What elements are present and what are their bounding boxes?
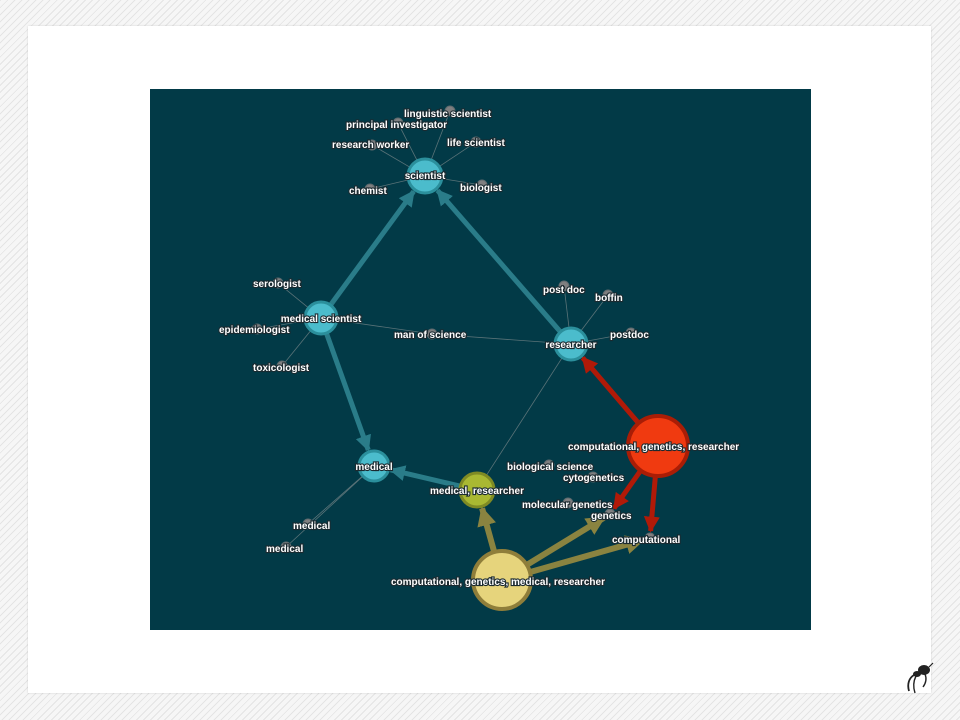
node-biological-science[interactable] [543, 459, 555, 471]
node-post-doc[interactable] [558, 280, 570, 292]
edge-researcher-to-scientist [435, 188, 563, 334]
label-life-scientist: life scientist [447, 138, 505, 149]
label-medical-scientist: medical scientist [281, 314, 362, 325]
node-medical-scientist[interactable] [303, 300, 339, 336]
label-toxicologist: toxicologist [253, 363, 310, 374]
node-man-of-science[interactable] [426, 328, 438, 340]
node-medical-b[interactable] [280, 541, 292, 553]
edge-medical_scientist-to-serologist [281, 285, 309, 309]
node-research-worker[interactable] [366, 139, 378, 151]
label-scientist: scientist [405, 171, 446, 182]
node-cytogenetics[interactable] [587, 471, 599, 483]
node-postdoc[interactable] [625, 327, 637, 339]
edge-researcher-to-man_of_science [436, 333, 556, 344]
edge-researcher-to-med_res [485, 357, 563, 476]
label-post-doc: post doc [543, 285, 585, 296]
edge-medical_scientist-to-man_of_science [336, 319, 428, 334]
node-linguistic-scientist[interactable] [444, 105, 456, 117]
node-molecular-genetics[interactable] [562, 497, 574, 509]
label-biologist: biologist [460, 183, 502, 194]
edge-medical_scientist-to-medical [324, 332, 371, 452]
edge-medical-to-medical_b [289, 475, 364, 544]
label-chemist: chemist [349, 186, 387, 197]
nodes-layer [251, 105, 690, 611]
label-biological-science: biological science [507, 462, 594, 473]
label-researcher: researcher [545, 340, 596, 351]
node-cgmr[interactable] [471, 549, 533, 611]
node-computational[interactable] [644, 532, 656, 544]
node-toxicologist[interactable] [276, 360, 288, 372]
node-researcher[interactable] [553, 326, 589, 362]
graph-panel: scientist medical scientist researcher medi… [150, 89, 811, 630]
node-life-scientist[interactable] [470, 136, 482, 148]
concept-graph: scientist medical scientist researcher medi… [218, 105, 740, 611]
node-biologist[interactable] [476, 179, 488, 191]
label-serologist: serologist [253, 279, 301, 290]
label-man-of-science: man of science [394, 330, 467, 341]
node-principal-investigator[interactable] [392, 117, 404, 129]
label-research-worker: research worker [332, 140, 409, 151]
ant-logo-icon [907, 662, 934, 694]
label-principal-investigator: principal investigator [346, 120, 447, 131]
edge-med_res-to-medical [388, 465, 462, 489]
label-medical: medical [355, 462, 392, 473]
node-epidemiologist[interactable] [251, 323, 263, 335]
edge-scientist-to-research_worker [376, 147, 411, 168]
label-molecular-genetics: molecular genetics [522, 500, 613, 511]
edge-cgmr-to-med_res [477, 506, 498, 553]
node-boffin[interactable] [602, 289, 614, 301]
label-medical-a: medical [293, 521, 330, 532]
edge-cgr-to-genetics [611, 469, 643, 510]
label-computational: computational [612, 535, 681, 546]
node-med-res[interactable] [458, 471, 496, 509]
edge-medical_scientist-to-toxicologist [284, 330, 312, 363]
edge-cgr-to-researcher [580, 356, 641, 425]
edge-researcher-to-boffin [580, 298, 606, 332]
node-medical[interactable] [357, 449, 391, 483]
label-epidemiologist: epidemiologist [219, 325, 290, 336]
edge-scientist-to-biologist [441, 178, 478, 185]
edge-researcher-to-postdoc [586, 333, 627, 342]
edge-researcher-to-post_doc [564, 290, 570, 329]
edge-medical_scientist-to-epidemiologist [261, 320, 306, 329]
edges-layer [261, 115, 660, 575]
edge-medical_scientist-to-scientist [328, 189, 416, 307]
edge-cgmr-to-computational [529, 535, 646, 575]
node-medical-a[interactable] [302, 518, 314, 530]
edge-cgr-to-computational [643, 475, 660, 533]
edge-scientist-to-linguistic_scientist [430, 115, 449, 161]
node-genetics[interactable] [604, 508, 616, 520]
label-med-res: medical, researcher [430, 486, 524, 497]
label-linguistic-scientist: linguistic scientist [404, 109, 492, 120]
label-cgr: computational, genetics, researcher [568, 442, 739, 453]
label-cytogenetics: cytogenetics [563, 473, 625, 484]
labels-layer: scientist medical scientist researcher medi… [218, 108, 740, 589]
node-scientist[interactable] [406, 157, 444, 195]
node-serologist[interactable] [272, 277, 284, 289]
label-cgmr: computational, genetics, medical, resear… [391, 577, 605, 588]
node-cgr[interactable] [626, 414, 690, 478]
label-postdoc: postdoc [610, 330, 649, 341]
label-genetics: genetics [591, 511, 632, 522]
edge-cgmr-to-genetics [525, 515, 606, 568]
edge-scientist-to-life_scientist [438, 144, 473, 167]
label-boffin: boffin [595, 293, 623, 304]
node-chemist[interactable] [364, 183, 376, 195]
edge-scientist-to-chemist [374, 179, 409, 189]
label-medical-b: medical [266, 544, 303, 555]
edge-scientist-to-principal_investigator [399, 127, 418, 162]
edge-medical-to-medical_a [311, 475, 363, 521]
